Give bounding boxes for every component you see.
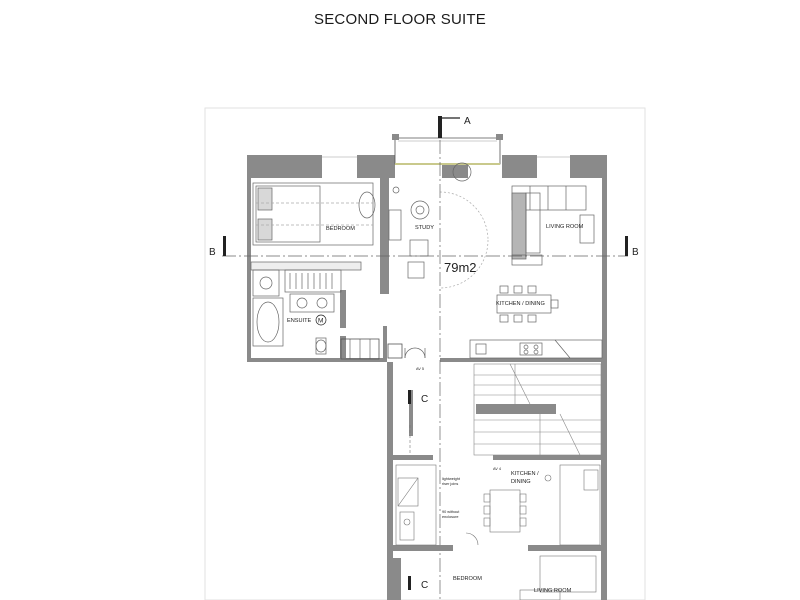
note-2-line-2: enclosure xyxy=(442,515,458,519)
note-1-line-2: riser joins xyxy=(442,482,458,486)
section-c-markers xyxy=(408,390,411,590)
section-lines xyxy=(222,116,628,600)
area-label: 79m2 xyxy=(444,260,477,275)
kitchen-furniture xyxy=(469,285,603,359)
lower-label-bedroom: BEDROOM xyxy=(453,576,482,582)
lower-label-dining: DINING xyxy=(511,479,531,485)
door-tag-2: AV 4 xyxy=(493,467,501,471)
lower-label-kitchen: KITCHEN / xyxy=(511,471,539,477)
ensuite-fixtures xyxy=(252,293,335,355)
section-b-right-label: B xyxy=(632,247,639,258)
upper-walls xyxy=(247,155,607,362)
study-furniture xyxy=(388,162,489,289)
lower-walls xyxy=(387,362,607,600)
sheet-border xyxy=(204,107,646,600)
entry-doors xyxy=(404,347,426,359)
room-label-kitchen-dining: KITCHEN / DINING xyxy=(496,301,545,307)
bay-window xyxy=(322,134,570,165)
lower-label-living-room: LIVING ROOM xyxy=(534,588,572,594)
note-1-line-1: lightweight xyxy=(442,477,461,481)
section-c-lower-label: C xyxy=(421,580,428,591)
living-furniture xyxy=(511,185,595,266)
room-label-living-room: LIVING ROOM xyxy=(546,224,584,230)
room-label-bedroom: BEDROOM xyxy=(326,226,355,232)
room-label-ensuite: ENSUITE xyxy=(287,318,312,324)
section-a-label: A xyxy=(464,116,471,127)
ensuite-symbol-circle xyxy=(315,314,327,326)
page-title: SECOND FLOOR SUITE xyxy=(314,11,486,28)
lower-furniture xyxy=(395,425,601,600)
lower-stairs xyxy=(473,363,602,456)
section-c-upper-label: C xyxy=(421,394,428,405)
bedroom-furniture xyxy=(250,182,376,297)
ensuite-symbol: M xyxy=(318,318,323,325)
note-2-line-1: 90 without xyxy=(442,510,460,514)
door-tag-1: AV 5 xyxy=(416,367,424,371)
section-b-left-label: B xyxy=(209,247,216,258)
room-label-study: STUDY xyxy=(415,225,434,231)
